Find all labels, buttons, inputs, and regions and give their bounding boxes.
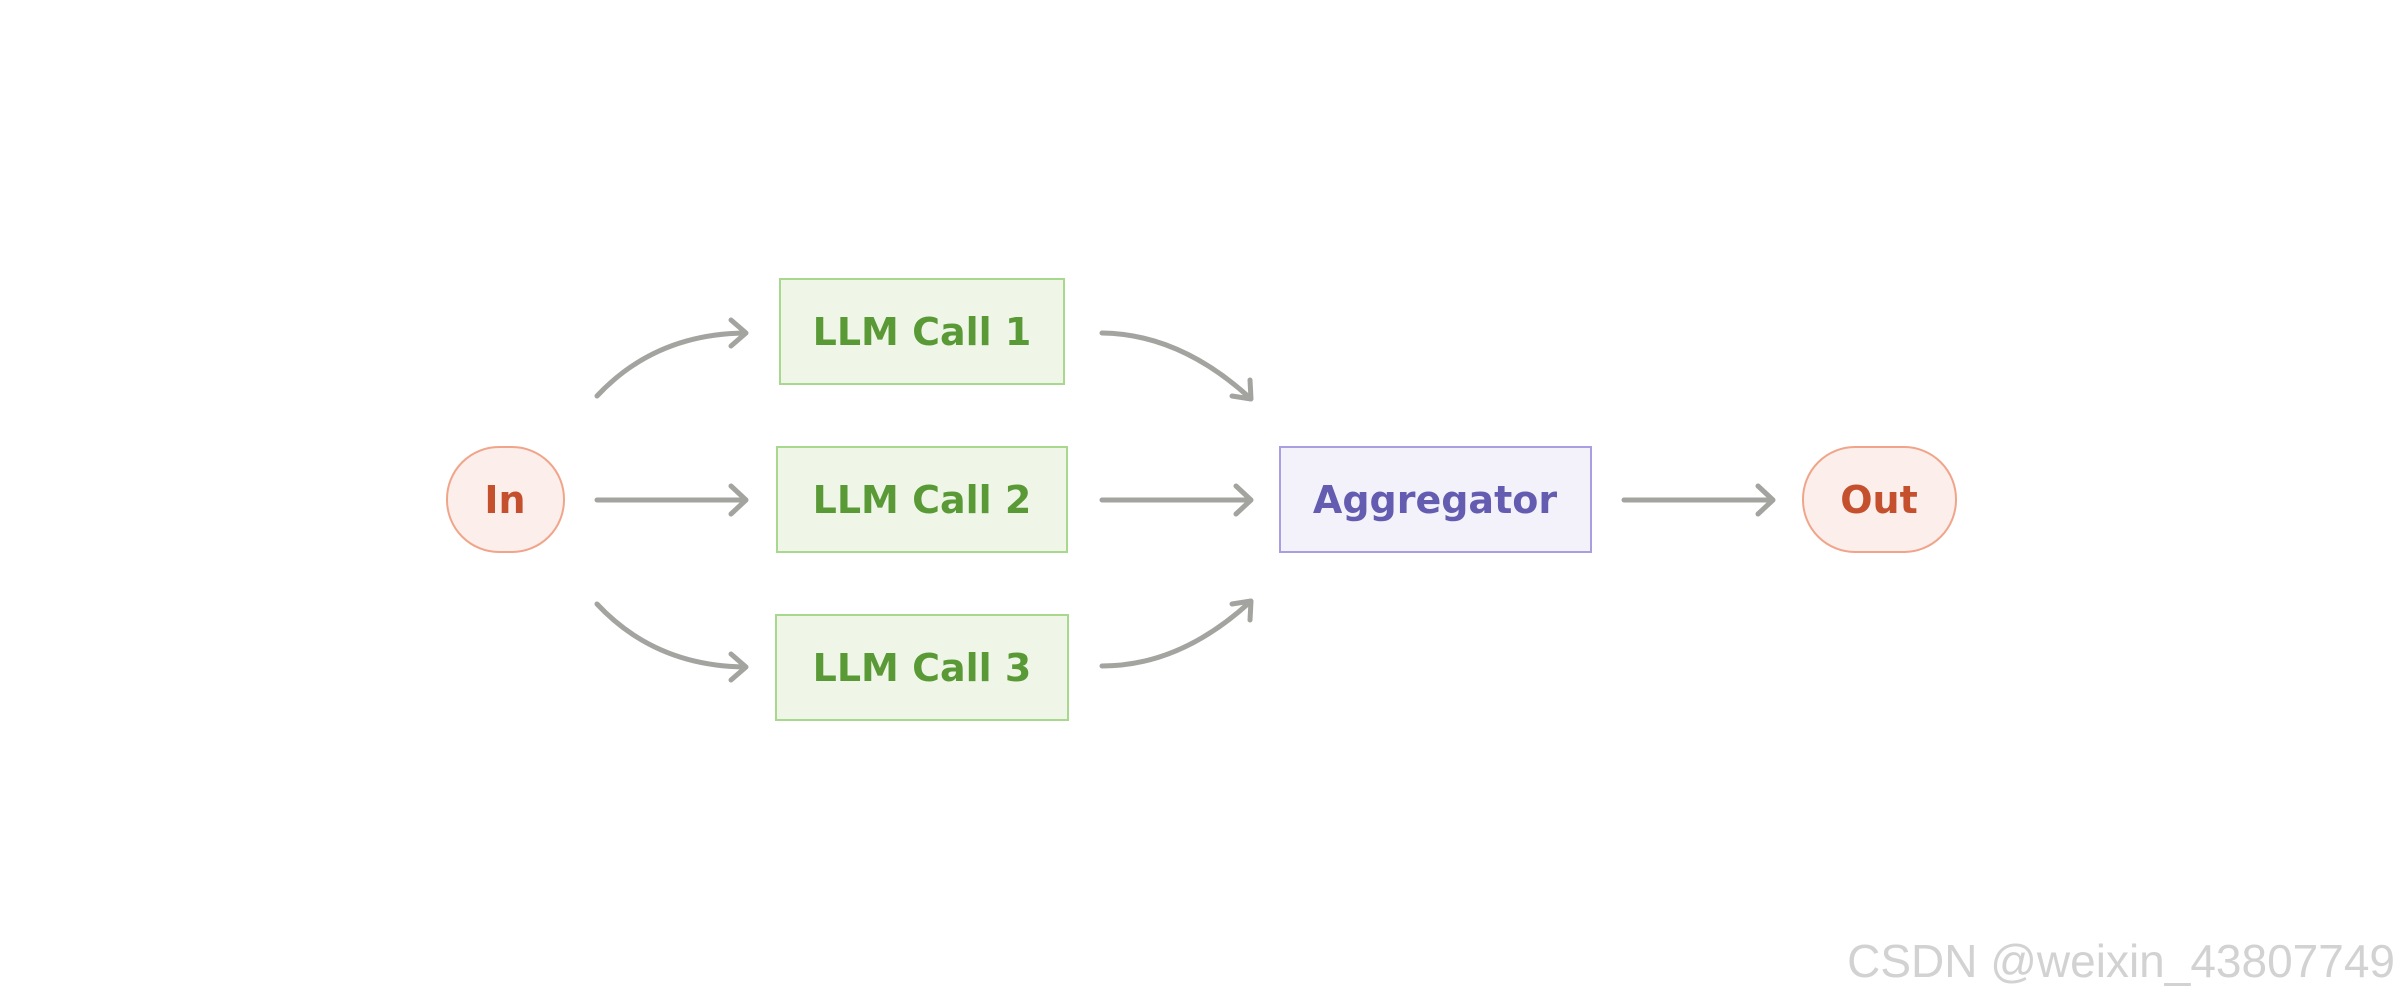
node-llm-call-2-label: LLM Call 2 — [813, 478, 1032, 522]
node-in-label: In — [484, 478, 525, 522]
edge-call-2-to-aggregator — [1099, 483, 1254, 517]
node-out-shape — [1802, 446, 1957, 553]
node-aggregator-shape — [1279, 446, 1592, 553]
edge-in-to-call-2 — [594, 483, 749, 517]
edges — [594, 317, 1776, 683]
node-llm-call-1-label: LLM Call 1 — [813, 310, 1032, 354]
edge-in-to-call-1 — [594, 317, 749, 399]
node-llm-call-2: LLM Call 2 — [776, 446, 1068, 553]
edge-aggregator-to-out — [1621, 483, 1776, 517]
node-aggregator: Aggregator — [1279, 446, 1592, 553]
edge-call-3-to-aggregator — [1099, 598, 1254, 669]
node-in: In — [446, 446, 565, 553]
node-aggregator-label: Aggregator — [1313, 478, 1557, 522]
node-in-shape — [446, 446, 565, 553]
node-llm-call-3-shape — [775, 614, 1069, 721]
node-llm-call-3-label: LLM Call 3 — [813, 646, 1032, 690]
node-llm-call-1: LLM Call 1 — [779, 278, 1065, 385]
watermark: CSDN @weixin_43807749 — [1847, 935, 2395, 987]
node-out: Out — [1802, 446, 1957, 553]
edge-in-to-call-3 — [594, 601, 749, 683]
node-llm-call-3: LLM Call 3 — [775, 614, 1069, 721]
node-llm-call-2-shape — [776, 446, 1068, 553]
node-out-label: Out — [1840, 478, 1918, 522]
node-llm-call-1-shape — [779, 278, 1065, 385]
edge-call-1-to-aggregator — [1099, 330, 1254, 402]
